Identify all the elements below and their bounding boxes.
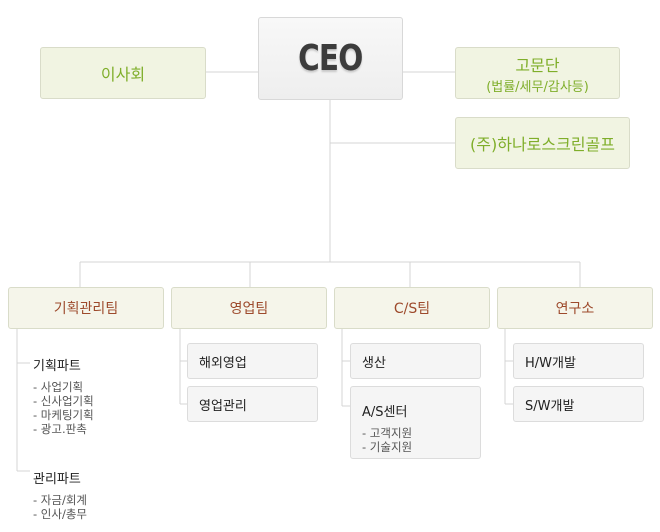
list-item: - 자금/회계 [33, 493, 87, 507]
list-item: - 마케팅기획 [33, 408, 94, 422]
list-item: - 기술지원 [362, 440, 413, 454]
team-cs-label: C/S팀 [393, 301, 431, 317]
ceo-box: CEO [258, 17, 403, 100]
part-admin: 관리파트 - 자금/회계 - 인사/총무 [33, 468, 87, 521]
ceo-label: CEO [298, 38, 363, 79]
affiliate-label: (주)하나로스크린골프 [470, 135, 615, 154]
part-planning: 기획파트 - 사업기획 - 신사업기획 - 마케팅기획 - 광고.판촉 [33, 355, 94, 436]
part-admin-title: 관리파트 [33, 472, 81, 487]
team-lab: 연구소 [497, 287, 653, 329]
part-planning-list: - 사업기획 - 신사업기획 - 마케팅기획 - 광고.판촉 [33, 380, 94, 436]
sub-label: 생산 [362, 355, 386, 371]
board-label: 이사회 [100, 65, 146, 84]
list-item: - 인사/총무 [33, 507, 87, 521]
sub-hw-dev: H/W개발 [513, 343, 644, 379]
sub-sw-dev: S/W개발 [513, 386, 644, 422]
team-planning-label: 기획관리팀 [53, 301, 119, 317]
list-item: - 사업기획 [33, 380, 84, 394]
board-box: 이사회 [40, 47, 206, 99]
sub-as-center: A/S센터 - 고객지원 - 기술지원 [350, 386, 481, 459]
team-cs: C/S팀 [334, 287, 490, 329]
team-lab-label: 연구소 [555, 301, 595, 317]
advisors-box: 고문단 (법률/세무/감사등) [455, 47, 620, 99]
team-planning: 기획관리팀 [8, 287, 164, 329]
sub-label: 해외영업 [199, 355, 247, 371]
team-sales: 영업팀 [171, 287, 327, 329]
sub-sales-management: 영업관리 [187, 386, 318, 422]
part-planning-title: 기획파트 [33, 359, 81, 374]
advisors-title: 고문단 [515, 55, 560, 75]
list-item: - 광고.판촉 [33, 422, 87, 436]
sub-label: S/W개발 [525, 398, 575, 414]
sub-label: H/W개발 [525, 355, 576, 371]
team-sales-label: 영업팀 [229, 301, 269, 317]
affiliate-box: (주)하나로스크린골프 [455, 117, 630, 169]
part-admin-list: - 자금/회계 - 인사/총무 [33, 493, 87, 521]
list-item: - 고객지원 [362, 426, 413, 440]
advisors-subtitle: (법률/세무/감사등) [486, 79, 589, 95]
list-item: - 신사업기획 [33, 394, 94, 408]
sub-label: 영업관리 [199, 398, 247, 414]
sub-production: 생산 [350, 343, 481, 379]
sub-overseas-sales: 해외영업 [187, 343, 318, 379]
sub-as-center-list: - 고객지원 - 기술지원 [362, 426, 480, 454]
sub-label: A/S센터 [362, 405, 408, 420]
